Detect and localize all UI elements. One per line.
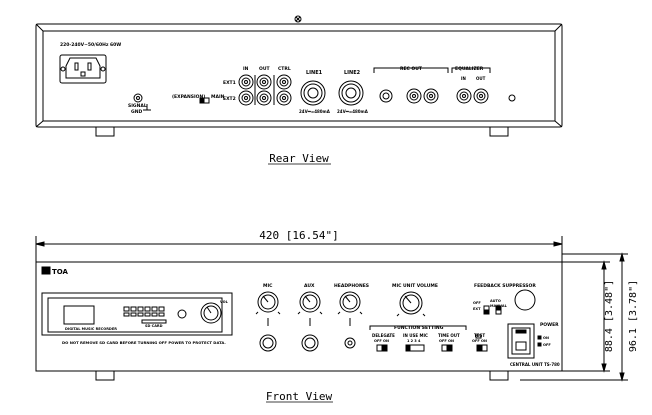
headphones-jack [344,337,356,349]
front-view [35,236,628,382]
toa-logo-icon [41,266,51,275]
recorder-vol-knob [200,302,222,324]
rear-foot-left [95,126,115,137]
rear-view [35,15,563,137]
test-label: TEST [474,333,485,338]
rear-screw-icon [508,94,516,102]
height-dimension-inner-label: 88.4 [3.48"] [604,280,615,352]
line1-connector [300,80,326,106]
headphones-knob [337,291,363,315]
headphones-label: HEADPHONES [334,283,369,289]
line2-label: LINE2 [344,70,361,76]
line1-label: LINE1 [306,70,323,76]
ext-out-label: OUT [259,66,270,72]
ext-in-label: IN [243,66,249,72]
aux-knob [297,291,323,315]
recorder-label: DIGITAL MUSIC RECORDER [65,327,117,331]
line2-connector [338,80,364,106]
fs-manual-label: MANUAL [490,304,508,308]
feedback-suppressor-button [514,289,536,311]
power-on-label: ON [543,336,549,340]
eq-in-label: IN [461,76,466,81]
test-off-on: OFF ON [472,339,487,343]
power-switch [507,323,535,359]
equalizer-label: EQUALIZER [455,66,484,72]
gnd-terminal-icon [133,93,143,103]
mic-unit-volume-label: MIC UNIT VOLUME [392,283,438,289]
power-label: POWER [540,322,559,328]
width-dimension-label: 420 [16.54"] [259,229,338,242]
signal-label: SIGNAL [128,103,147,109]
in-use-mic-label: IN USE MIC [403,333,428,338]
top-screw-icon [294,15,302,23]
mic-unit-volume-knob [396,291,426,317]
delegate-label: DELEGATE [372,333,395,338]
equalizer-bracket [451,67,491,73]
ext1-label: EXT1 [223,80,236,86]
mic-label: MIC [263,283,273,289]
ac-socket-icon [65,57,101,79]
in-use-mic-values: 1 2 3 4 [407,339,421,343]
rec-out-bracket [373,67,449,73]
time-out-label: TIME OUT [438,333,460,338]
model-label: CENTRAL UNIT TS-780 [510,362,560,367]
recorder-display [63,305,95,325]
ac-inlet [59,54,107,84]
recorder-led [177,309,187,319]
rear-panel [42,30,556,122]
gnd-label: GND [131,109,142,115]
power-led [515,329,527,334]
function-setting-bracket [369,325,467,330]
front-foot-left [95,370,115,381]
mic-input-jack [259,334,277,352]
test-led [475,334,482,339]
ext-ctrl-label: CTRL [278,66,291,72]
height-dimension-outer-label: 96.1 [3.78"] [628,280,639,352]
recorder-buttons [123,306,165,317]
sd-card-label: SD CARD [145,324,163,328]
power-off-label: OFF [543,343,551,347]
equalizer-rca [456,88,489,104]
function-setting-label: FUNCTION SETTING [394,325,444,331]
mic-knob [255,291,281,315]
fs-auto-label: AUTO [490,299,501,303]
rear-view-title: Rear View [269,152,329,165]
rear-chassis-outline [35,23,563,128]
sd-card-slot [141,319,167,324]
aux-input-jack [301,334,319,352]
time-out-off-on: OFF ON [439,339,454,343]
rec-jack [379,89,393,103]
delegate-off-on: OFF ON [374,339,389,343]
rec-out-label: REC OUT [400,66,423,72]
sd-warning: DO NOT REMOVE SD CARD BEFORE TURNING OFF… [62,340,226,345]
rec-out-rca [406,88,439,104]
brand-logo-text: TOA [52,268,69,276]
front-view-title: Front View [266,390,333,403]
feedback-suppressor-label: FEEDBACK SUPPRESSOR [474,283,536,289]
recorder-module [41,292,233,336]
front-panel [35,261,563,372]
front-foot-right [489,370,509,381]
fs-off-label: OFF [473,301,481,305]
fs-ext-label: EXT [473,307,481,311]
main-label: MAIN [211,94,225,100]
ext-jack-grid [238,74,292,106]
line1-rating: 24V⎓=480mA [299,109,331,114]
ext2-label: EXT2 [223,96,236,102]
aux-label: AUX [304,283,315,289]
vol-label: VOL [220,300,229,304]
expansion-label: (EXPANSION) [172,94,205,100]
line2-rating: 24V⎓=480mA [337,109,369,114]
rear-power-rating: 220-240V~50/60Hz 60W [60,42,121,48]
eq-out-label: OUT [476,76,486,81]
rear-foot-right [489,126,509,137]
